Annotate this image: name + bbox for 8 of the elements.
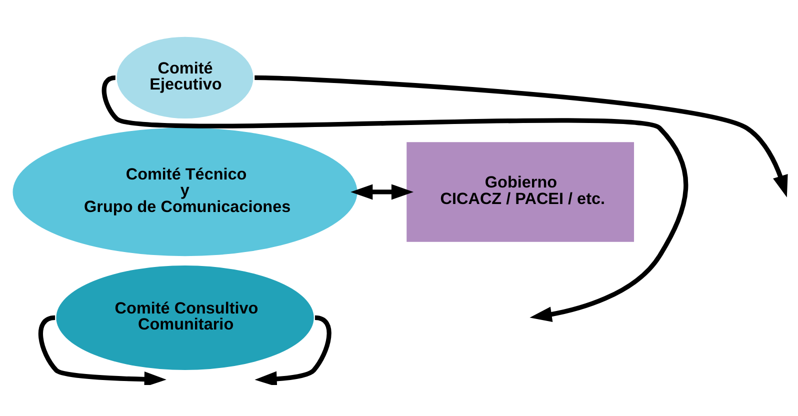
arrow: [254, 314, 332, 384]
node-box: Gobierno CICACZ / PACEI / etc.: [406, 142, 634, 242]
node-ellipse: Comité Técnico y Grupo de Comunicaciones: [12, 127, 358, 256]
arrow: [350, 184, 414, 200]
arrow: [38, 314, 166, 384]
node-ellipse: Comité Ejecutivo: [116, 36, 254, 118]
arrow: [254, 74, 788, 197]
node-ellipse: Comité Consultivo Comunitario: [56, 265, 314, 370]
